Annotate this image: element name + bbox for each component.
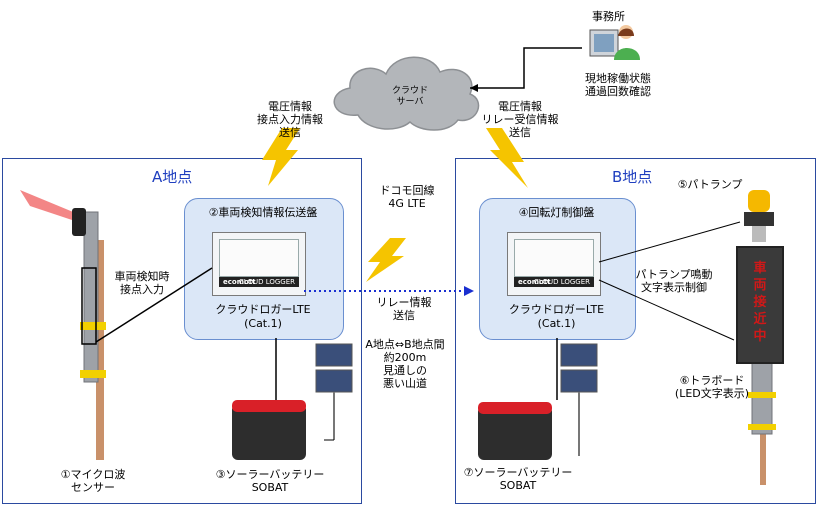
site-a-title: A地点: [152, 168, 193, 186]
relay-label: リレー情報 送信: [376, 296, 432, 322]
site-a-solar-panel: [315, 343, 353, 440]
site-a-logger-cat: (Cat.1): [244, 317, 282, 330]
cloud-shape: [333, 56, 480, 131]
board-label: ⑥トラボード (LED文字表示): [674, 374, 750, 400]
board-char: 接: [753, 295, 767, 310]
site-a-logger-name: クラウドロガーLTE: [215, 303, 311, 316]
left-link-label: 電圧情報 接点入力情報 送信: [257, 100, 323, 139]
site-b-logger-cat: (Cat.1): [537, 317, 576, 330]
board-char: 両: [753, 278, 767, 293]
site-a-battery: [232, 400, 306, 460]
site-b-logger-name: クラウドロガーLTE: [508, 303, 605, 316]
microwave-sensor-pole: [20, 190, 106, 460]
patlamp-icon: [744, 190, 774, 242]
control-label: パトランプ鳴動 文字表示制御: [635, 268, 713, 294]
board-char: 車: [753, 261, 767, 276]
site-b-battery-label: ⑦ソーラーバッテリー SOBAT: [463, 466, 573, 492]
lightning-icon: [262, 128, 300, 186]
site-b-battery: [478, 402, 552, 460]
distance-label: A地点⇔B地点間 約200m 見通しの 悪い山道: [365, 338, 445, 390]
lightning-icon: [366, 238, 406, 282]
board-char: 中: [753, 329, 767, 344]
lightning-icon: [486, 128, 528, 188]
cloud-label: クラウド サーバ: [391, 86, 428, 107]
office-person-icon: [589, 25, 640, 60]
sensor-label: ①マイクロ波 センサー: [60, 468, 126, 494]
logger-model: CLOUD LOGGER: [238, 278, 295, 286]
logger-brand: ecomott: [518, 278, 551, 286]
office-title: 事務所: [592, 10, 625, 23]
detect-label: 車両検知時 接点入力: [114, 270, 170, 296]
site-a-battery-label: ③ソーラーバッテリー SOBAT: [215, 468, 325, 494]
board-char: 近: [753, 312, 767, 327]
patlamp-label: ⑤パトランプ: [677, 178, 743, 191]
network-label: ドコモ回線 4G LTE: [379, 184, 435, 210]
site-b-solar-panel: [560, 343, 598, 456]
logger-model: CLOUD LOGGER: [533, 278, 590, 286]
site-a-panel-title: ②車両検知情報伝送盤: [208, 206, 318, 219]
right-link-label: 電圧情報 リレー受信情報 送信: [481, 100, 559, 139]
site-b-panel-title: ④回転灯制御盤: [518, 206, 595, 219]
site-b-title: B地点: [612, 168, 653, 186]
office-desc: 現地稼働状態 通過回数確認: [585, 72, 651, 98]
led-text-board: 車 両 接 近 中: [736, 246, 784, 364]
logger-brand: ecomott: [223, 278, 256, 286]
